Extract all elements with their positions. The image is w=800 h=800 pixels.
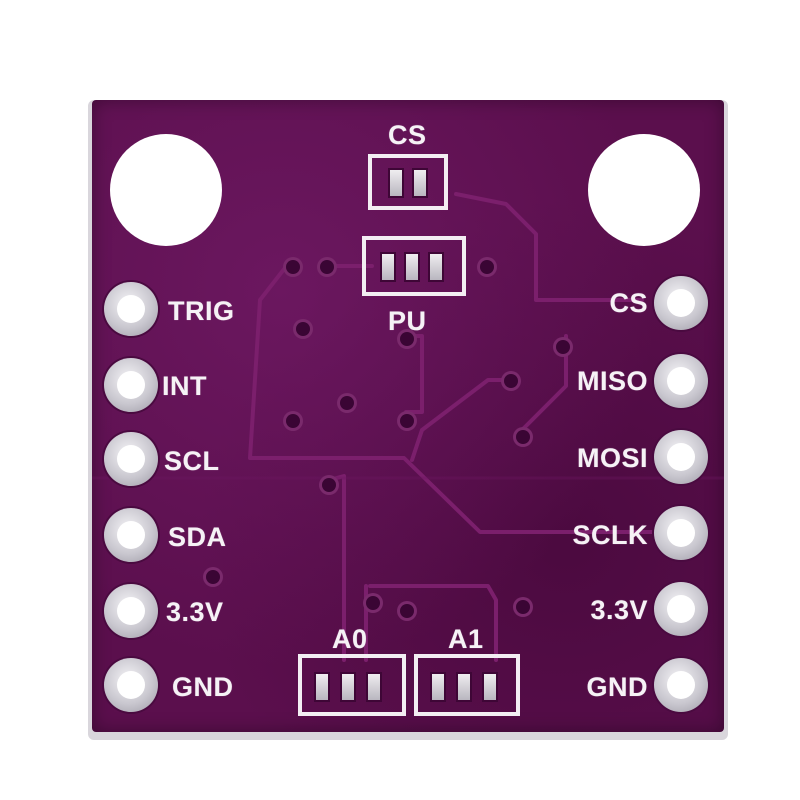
pin-label-miso: MISO	[576, 366, 648, 396]
pin-pad-3v3-left	[104, 584, 158, 638]
via	[516, 430, 530, 444]
via	[366, 596, 380, 610]
pin-label-gnd-right: GND	[586, 672, 648, 702]
via	[480, 260, 494, 274]
via	[296, 322, 310, 336]
jumper-pad	[366, 672, 382, 702]
pu-jumper	[362, 236, 466, 296]
cs-jumper-label: CS	[388, 120, 427, 150]
pin-label-3v3-left: 3.3V	[166, 597, 224, 627]
jumper-pad	[340, 672, 356, 702]
pin-pad-trig	[104, 282, 158, 336]
pin-label-sda: SDA	[168, 522, 227, 552]
via	[340, 396, 354, 410]
jumper-pad	[428, 252, 444, 282]
via	[516, 600, 530, 614]
cs-jumper	[368, 154, 448, 210]
mounting-hole-top-left	[110, 134, 222, 246]
pin-pad-mosi	[654, 430, 708, 484]
pu-jumper-label: PU	[388, 306, 427, 336]
jumper-pad	[380, 252, 396, 282]
mounting-hole-top-right	[588, 134, 700, 246]
a1-jumper-label: A1	[448, 624, 484, 654]
pin-pad-int	[104, 358, 158, 412]
pin-label-3v3-right: 3.3V	[590, 595, 648, 625]
via	[556, 340, 570, 354]
pin-label-mosi: MOSI	[576, 443, 648, 473]
pin-pad-scl	[104, 432, 158, 486]
via	[322, 478, 336, 492]
a0-jumper	[298, 654, 406, 716]
pin-label-int: INT	[162, 371, 207, 401]
via	[504, 374, 518, 388]
copper-traces	[92, 192, 724, 662]
jumper-pad	[388, 168, 404, 198]
pin-label-sclk: SCLK	[572, 520, 648, 550]
via	[286, 414, 300, 428]
pin-pad-miso	[654, 354, 708, 408]
pin-label-scl: SCL	[164, 446, 220, 476]
a0-jumper-label: A0	[332, 624, 368, 654]
pin-pad-sda	[104, 508, 158, 562]
pcb-board: CS PU A0 A1 TRIG INT SCL SDA 3.3V GND CS	[92, 100, 724, 732]
pin-pad-gnd-right	[654, 658, 708, 712]
via	[286, 260, 300, 274]
via	[320, 260, 334, 274]
jumper-pad	[314, 672, 330, 702]
via	[400, 332, 414, 346]
pin-label-cs: CS	[609, 288, 648, 318]
jumper-pad	[404, 252, 420, 282]
pin-label-gnd-left: GND	[172, 672, 234, 702]
pin-pad-sclk	[654, 506, 708, 560]
via	[400, 414, 414, 428]
via	[400, 604, 414, 618]
a1-jumper	[414, 654, 520, 716]
jumper-pad	[430, 672, 446, 702]
via	[206, 570, 220, 584]
pin-label-trig: TRIG	[168, 296, 235, 326]
pin-pad-cs	[654, 276, 708, 330]
jumper-pad	[456, 672, 472, 702]
jumper-pad	[482, 672, 498, 702]
jumper-pad	[412, 168, 428, 198]
pin-pad-gnd-left	[104, 658, 158, 712]
pin-pad-3v3-right	[654, 582, 708, 636]
